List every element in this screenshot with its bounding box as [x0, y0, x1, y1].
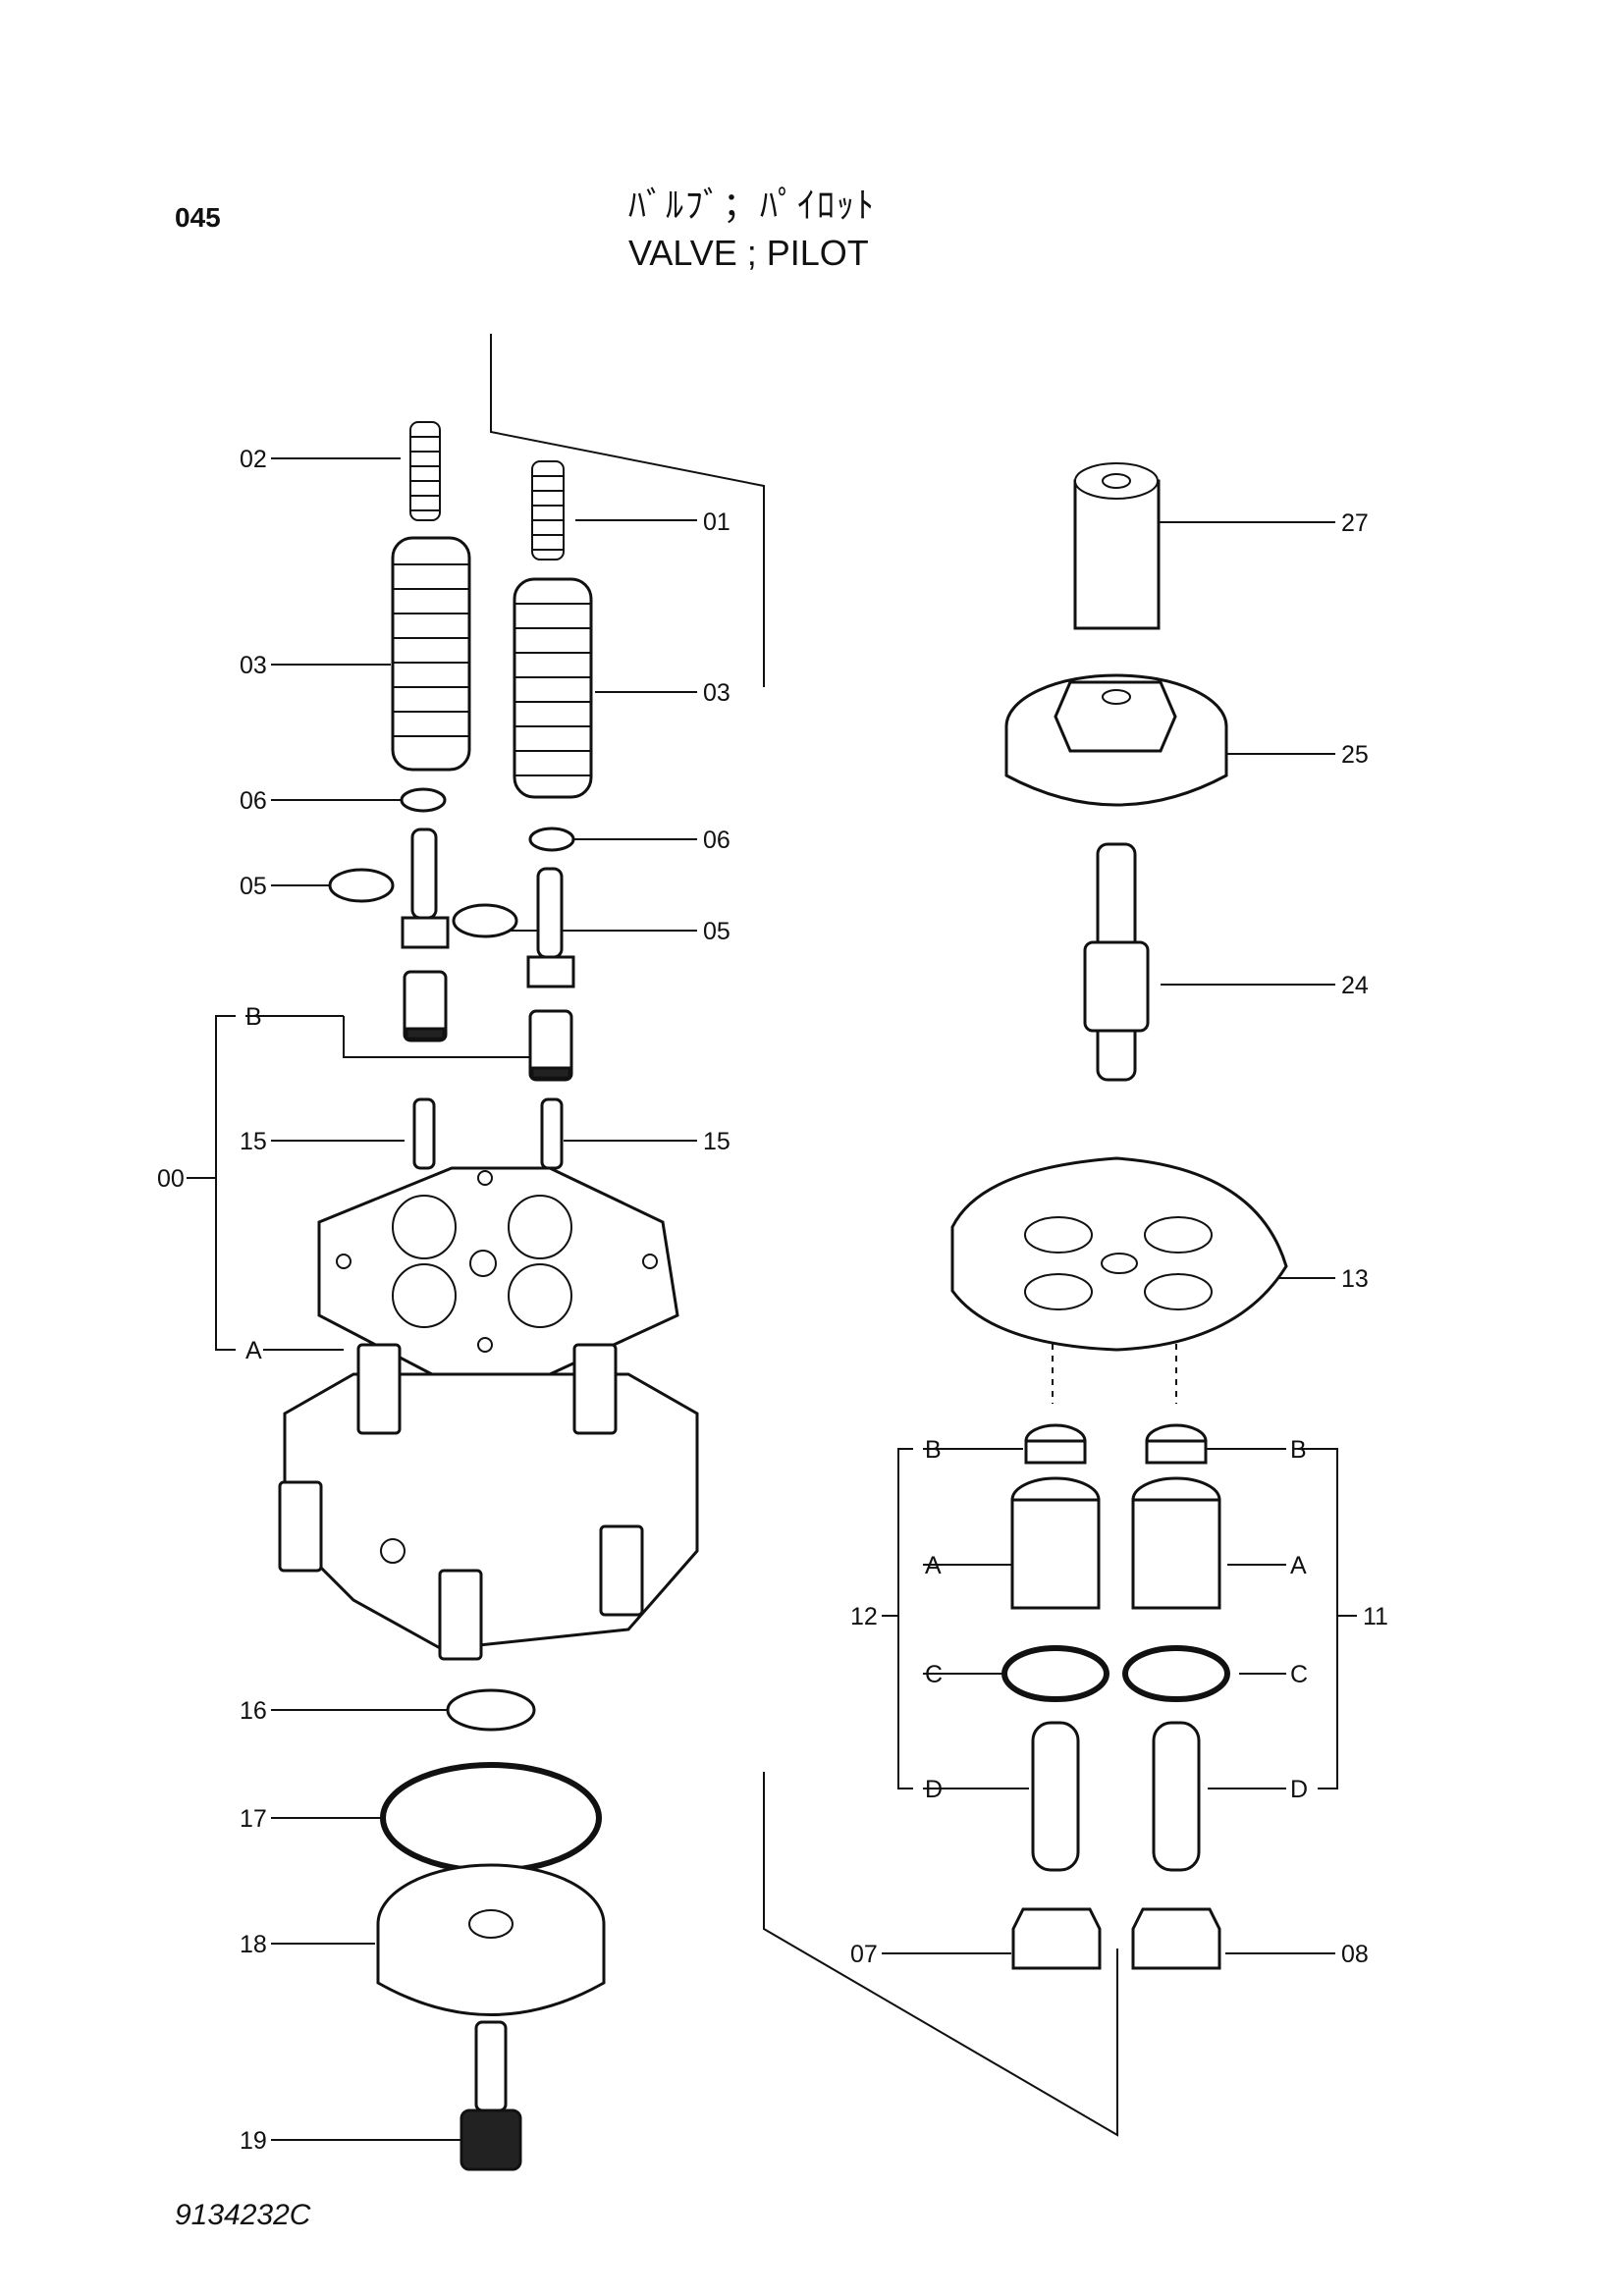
callout-13: 13	[1341, 1265, 1369, 1293]
callout-labels: 02 01 03 03 06 06 05 05 B 00 15 15 A 16 …	[157, 446, 1388, 2155]
callout-12: 12	[850, 1603, 878, 1630]
part-19-bolt	[460, 2020, 522, 2171]
callout-00: 00	[157, 1165, 185, 1193]
part-06-washer-right	[528, 827, 575, 852]
callout-a-left: A	[245, 1337, 262, 1364]
callout-11-a: A	[1290, 1552, 1307, 1579]
callout-16: 16	[240, 1697, 267, 1725]
callout-15-left: 15	[240, 1128, 267, 1155]
callout-08: 08	[1341, 1941, 1369, 1968]
part-a-casing	[278, 1166, 699, 1661]
callout-b-left: B	[245, 1003, 262, 1031]
callout-03-right: 03	[703, 679, 730, 707]
callout-24: 24	[1341, 972, 1369, 999]
part-25-plate	[1004, 673, 1228, 807]
callout-12-b: B	[925, 1436, 942, 1464]
part-16-seal	[446, 1688, 536, 1732]
callout-11-d: D	[1290, 1776, 1308, 1803]
callout-19: 19	[240, 2127, 267, 2155]
part-17-o-ring	[380, 1762, 602, 1874]
part-15-pin-right	[540, 1097, 564, 1170]
title-english: VALVE ; PILOT	[628, 233, 869, 273]
callout-06-right: 06	[703, 827, 730, 854]
part-24-joint	[1083, 842, 1150, 1082]
callout-02: 02	[240, 446, 267, 473]
callout-12-c: C	[925, 1661, 943, 1688]
leader-lines	[187, 334, 1357, 2141]
callout-01: 01	[703, 508, 730, 536]
drawing-number: 9134232C	[175, 2199, 311, 2231]
callout-07: 07	[850, 1941, 878, 1968]
part-b-spool-right	[526, 867, 575, 1082]
callout-18: 18	[240, 1931, 267, 1958]
part-12-stack	[1001, 1423, 1109, 1970]
part-11-stack	[1122, 1423, 1230, 1970]
page-number: 045	[175, 202, 221, 233]
part-03-spring-right	[513, 577, 593, 799]
callout-12-d: D	[925, 1776, 943, 1803]
part-15-pin-left	[412, 1097, 436, 1170]
part-02-spring-small	[409, 421, 441, 521]
part-05-clip-left	[328, 868, 395, 903]
callout-11-b: B	[1290, 1436, 1307, 1464]
part-01-spring-small	[531, 460, 565, 561]
part-05-clip-right	[452, 903, 518, 938]
part-06-washer-left	[400, 787, 447, 813]
callout-06-left: 06	[240, 787, 267, 815]
callout-11-c: C	[1290, 1661, 1308, 1688]
callout-17: 17	[240, 1805, 267, 1833]
callout-05-right: 05	[703, 918, 730, 945]
callout-05-left: 05	[240, 873, 267, 900]
part-13-plate	[950, 1156, 1288, 1352]
part-b-spool-left	[401, 828, 450, 1042]
part-27-nut	[1073, 462, 1161, 630]
callout-27: 27	[1341, 509, 1369, 537]
callout-12-a: A	[925, 1552, 942, 1579]
title-japanese: ﾊﾞﾙﾌﾞ；ﾊﾟｲﾛｯﾄ	[628, 185, 877, 225]
callout-25: 25	[1341, 741, 1369, 769]
part-03-spring-left	[391, 536, 471, 772]
callout-15-right: 15	[703, 1128, 730, 1155]
callout-11: 11	[1363, 1603, 1388, 1630]
part-18-plug	[376, 1863, 606, 2016]
callout-03-left: 03	[240, 652, 267, 679]
